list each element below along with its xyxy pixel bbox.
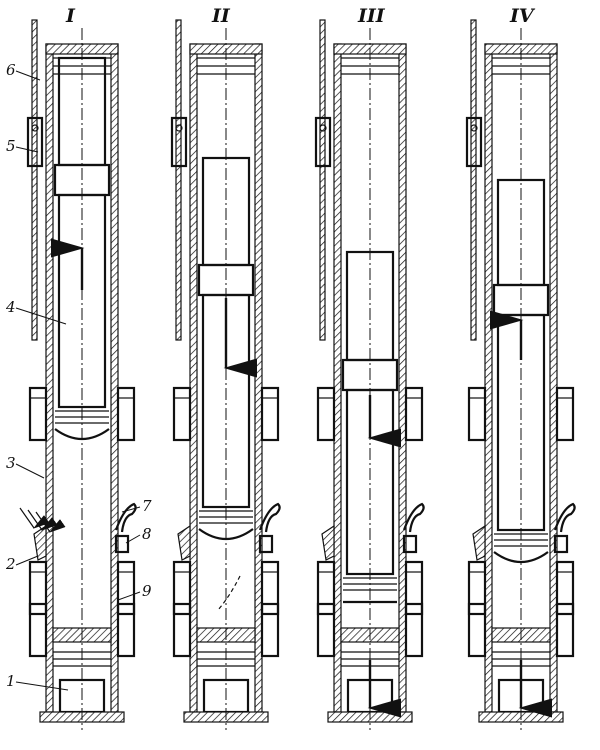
stage-label-i: I [65,5,76,27]
valve-body [553,534,569,554]
fuel-spray-line [217,575,241,611]
valve-lever [402,502,425,533]
side-flange-right [555,560,575,616]
stage-column-1 [19,19,137,730]
callout-5: 5 [6,137,16,155]
guide-rod [175,19,182,341]
side-flange-left [316,560,336,616]
callout-2: 2 [5,555,16,573]
latch-pin [319,124,327,132]
callout-6: 6 [6,61,16,79]
side-flange-right [260,602,280,658]
latch-block [26,116,44,168]
leader-9 [117,591,141,601]
side-flange-right [260,560,280,616]
callout-9: 9 [142,582,152,600]
leader-5 [15,146,39,153]
side-flange-left [172,386,192,442]
stage-label-iv: IV [509,5,536,27]
leader-3 [15,463,45,479]
guide-rod [319,19,326,341]
ram-bottom-dome [493,551,549,564]
leader-6 [15,70,41,81]
valve-lever [114,502,137,533]
side-flange-left [467,602,487,658]
leader-8 [125,534,141,544]
callout-7: 7 [142,497,152,515]
side-flange-right [555,602,575,658]
guide-rod [470,19,477,341]
callout-3: 3 [6,454,16,472]
side-flange-right [404,560,424,616]
side-flange-left [316,602,336,658]
stage-column-4 [465,19,576,730]
side-flange-left [28,560,48,616]
side-flange-left [28,602,48,658]
stage-column-2 [170,19,281,730]
side-flange-left [467,386,487,442]
intake-arrow [27,509,58,531]
latch-pin [470,124,478,132]
leader-4 [15,307,67,325]
side-flange-left [28,386,48,442]
side-flange-right [404,602,424,658]
valve-lever [258,502,281,533]
latch-block [170,116,188,168]
side-flange-left [172,560,192,616]
exhaust-port [321,524,335,561]
intake-arrow [19,507,50,529]
latch-pin [31,124,39,132]
side-flange-right [260,386,280,442]
valve-lever [553,502,576,533]
stage-label-iii: III [357,5,386,27]
side-flange-right [116,560,136,616]
side-flange-left [172,602,192,658]
side-flange-right [404,386,424,442]
guide-rod [31,19,38,341]
callout-1: 1 [6,672,16,690]
valve-body [402,534,418,554]
side-flange-left [316,386,336,442]
callout-4: 4 [5,298,16,316]
exhaust-port [472,524,486,561]
side-flange-right [555,386,575,442]
intake-arrow [35,511,66,533]
stage-label-ii: II [211,5,231,27]
stage-column-3 [314,19,425,730]
side-flange-left [467,560,487,616]
callout-8: 8 [142,525,152,543]
latch-pin [175,124,183,132]
exhaust-port [33,524,47,561]
latch-block [465,116,483,168]
side-flange-right [116,602,136,658]
side-flange-right [116,386,136,442]
latch-block [314,116,332,168]
valve-body [258,534,274,554]
valve-body [114,534,130,554]
exhaust-port [177,524,191,561]
leader-2 [15,555,39,566]
leader-1 [15,681,69,691]
leader-7 [121,506,141,513]
